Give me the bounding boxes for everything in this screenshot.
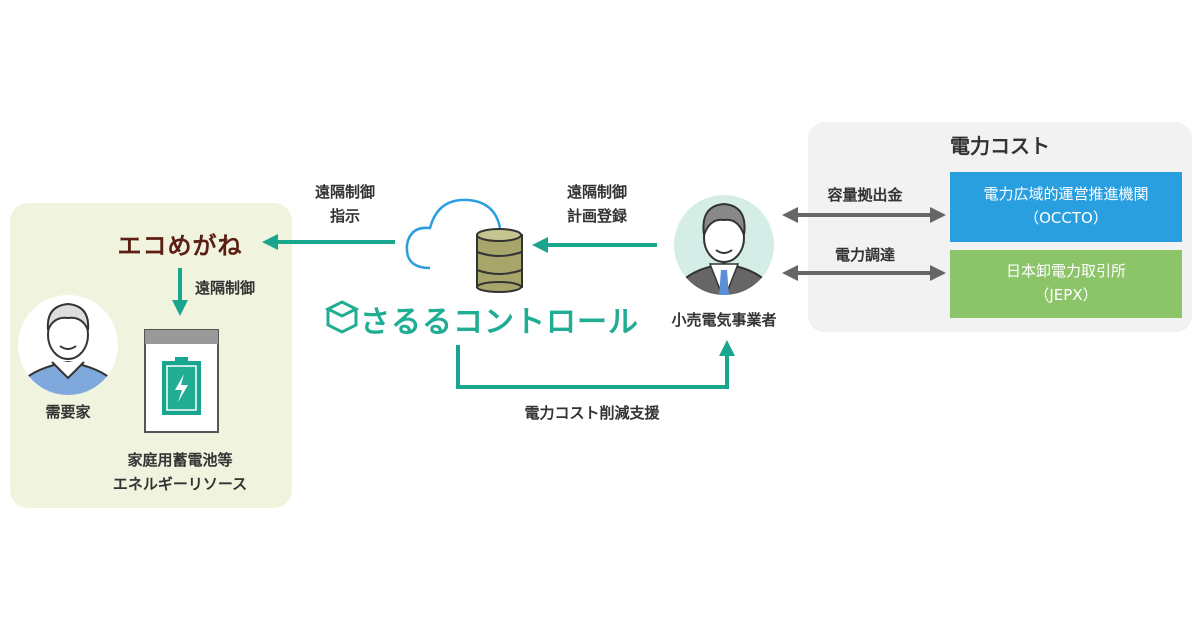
consumer-avatar-icon <box>18 295 118 395</box>
procurement-label: 電力調達 <box>834 246 895 264</box>
support-label: 電力コスト削減支援 <box>524 404 660 422</box>
occto-box: 電力広域的運営推進機関 （OCCTO） <box>950 172 1182 242</box>
capacity-label: 容量拠出金 <box>827 186 903 204</box>
instruction-label-line1: 遠隔制御 <box>314 183 375 201</box>
jepx-box: 日本卸電力取引所 （JEPX） <box>950 250 1182 318</box>
sarurru-control-logo: さるるコントロール <box>360 305 639 340</box>
resource-label-line1: 家庭用蓄電池等 <box>127 451 233 469</box>
home-battery-icon <box>144 329 219 433</box>
jepx-abbr: （JEPX） <box>1034 286 1098 304</box>
plan-label-line2: 計画登録 <box>566 207 627 225</box>
resource-label-line2: エネルギーリソース <box>112 475 248 493</box>
occto-name: 電力広域的運営推進機関 <box>983 185 1149 203</box>
plan-label-line1: 遠隔制御 <box>566 183 627 201</box>
instruction-label-line2: 指示 <box>329 207 360 225</box>
jepx-name: 日本卸電力取引所 <box>1005 262 1126 280</box>
occto-abbr: （OCCTO） <box>1024 209 1108 227</box>
ecomegane-brand: エコめがね <box>117 232 243 260</box>
retailer-label: 小売電気事業者 <box>671 311 777 329</box>
sarurru-logo-icon <box>324 300 360 334</box>
power-cost-title: 電力コスト <box>950 134 1050 158</box>
remote-control-label: 遠隔制御 <box>195 279 256 297</box>
support-connector <box>456 340 735 389</box>
consumer-label: 需要家 <box>45 403 91 421</box>
cloud-database-icon <box>405 198 523 293</box>
retailer-avatar-icon <box>674 195 774 295</box>
